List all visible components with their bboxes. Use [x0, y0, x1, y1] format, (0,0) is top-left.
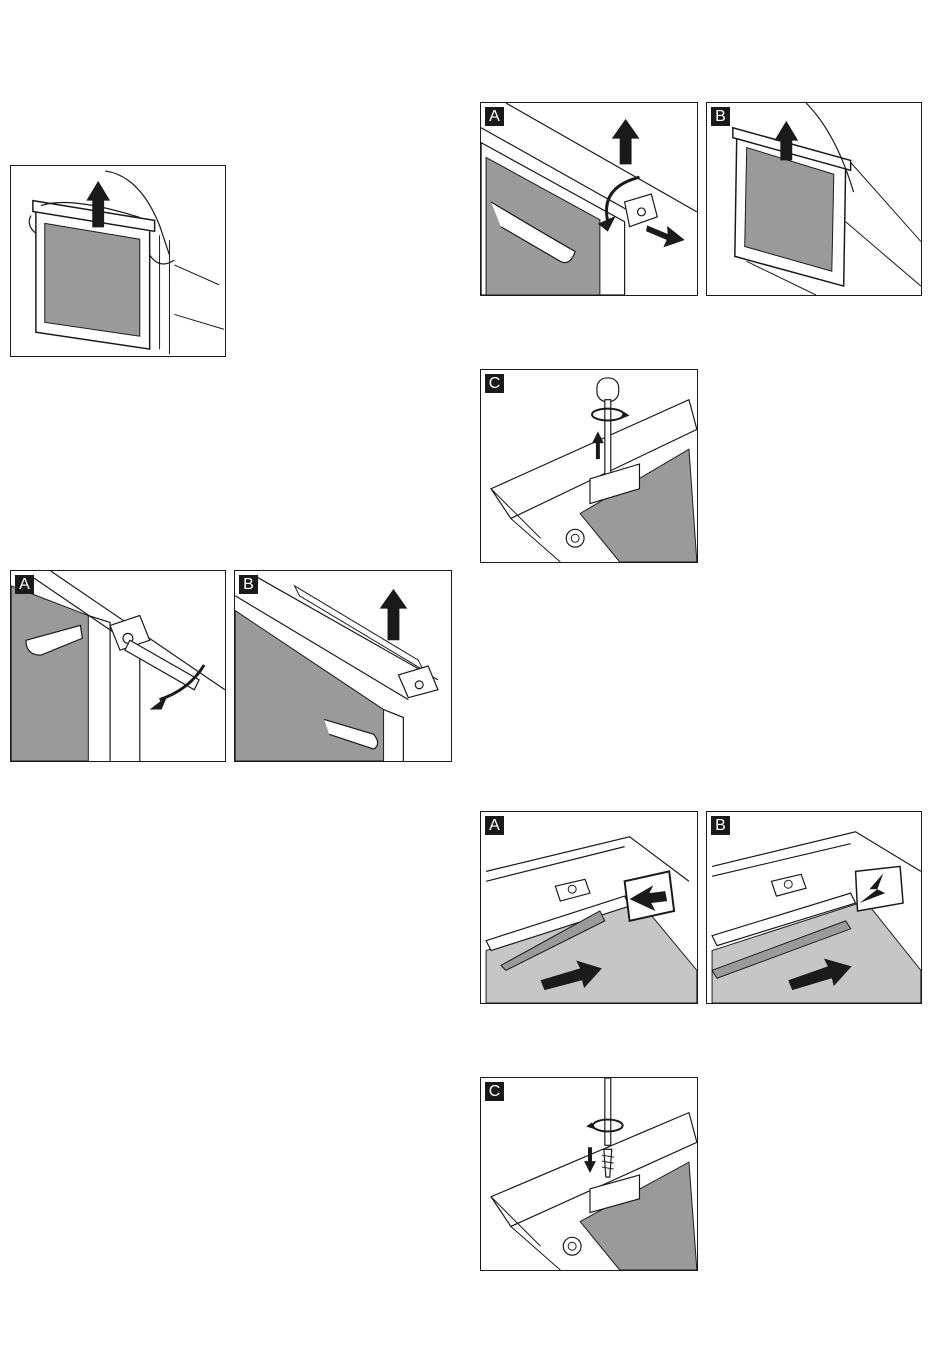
- figure-a-screwdriver-hinge: A: [10, 570, 226, 762]
- up-arrow-icon: [380, 589, 408, 640]
- figure-b-push-glass: B: [706, 811, 922, 1004]
- push-arrow-icon: [644, 222, 687, 250]
- figure-a-rotate-hinge-cover: A: [480, 102, 698, 296]
- hinge-cover-illustration: [481, 103, 697, 295]
- figure-c-unscrew: C: [480, 369, 698, 563]
- insert-glass-illustration: [481, 812, 697, 1003]
- push-glass-illustration: [707, 812, 921, 1003]
- figure-b-lift-door: B: [706, 102, 922, 296]
- figure-c-screw-in: C: [480, 1077, 698, 1271]
- up-arrow-icon: [612, 119, 640, 165]
- screwdriver-hinge-illustration: [11, 571, 225, 761]
- figure-label: A: [485, 816, 504, 835]
- lift-cover-illustration: [235, 571, 451, 761]
- figure-a-insert-glass: A: [480, 811, 698, 1004]
- door-lift-illustration: [707, 103, 921, 295]
- figure-label: C: [485, 374, 504, 393]
- rotate-arrow-icon: [150, 696, 168, 710]
- figure-label: B: [711, 816, 730, 835]
- figure-label: B: [711, 107, 730, 126]
- figure-label: B: [239, 575, 258, 594]
- figure-b-lift-cover: B: [234, 570, 452, 762]
- figure-lift-door: [10, 165, 226, 357]
- door-lift-illustration: [11, 166, 225, 356]
- unscrew-illustration: [481, 370, 697, 562]
- figure-label: A: [15, 575, 34, 594]
- rotate-arrow-icon: [620, 412, 630, 420]
- screw-in-illustration: [481, 1078, 697, 1270]
- figure-label: C: [485, 1082, 504, 1101]
- figure-label: A: [485, 107, 504, 126]
